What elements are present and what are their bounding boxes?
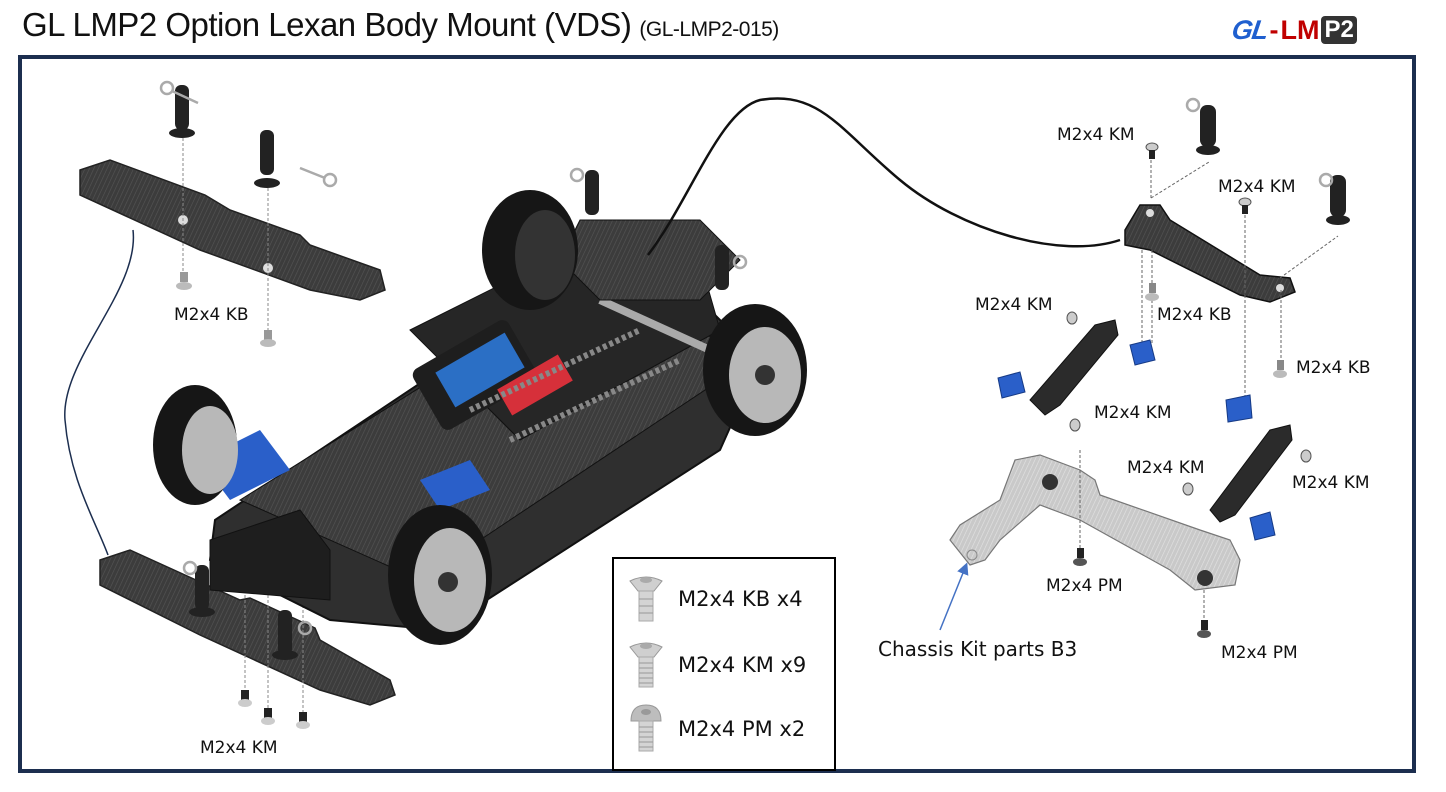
page-title: GL LMP2 Option Lexan Body Mount (VDS) (GL… — [22, 6, 779, 44]
callout-right-km-6: M2x4 KM — [1292, 473, 1370, 493]
chassis-kit-note: Chassis Kit parts B3 — [878, 637, 1077, 661]
screw-kb-1 — [176, 272, 192, 290]
legend-item-km: M2x4 KM x9 — [628, 639, 806, 691]
callout-right-km-5: M2x4 KM — [1127, 458, 1205, 478]
title-text: GL LMP2 Option Lexan Body Mount (VDS) — [22, 6, 632, 43]
legend-item-kb: M2x4 KB x4 — [628, 573, 803, 625]
wheel-front-right — [388, 505, 492, 645]
legend-item-pm: M2x4 PM x2 — [628, 703, 805, 755]
part-code: (GL-LMP2-015) — [639, 18, 779, 41]
blue-mount-4 — [1249, 511, 1276, 541]
rear-body-mount-bracket — [1124, 204, 1296, 303]
body-post-1 — [159, 80, 199, 138]
callout-left-bottom-km: M2x4 KM — [200, 738, 278, 758]
screw-km-r4 — [1069, 418, 1081, 432]
screw-km-r1 — [1145, 142, 1159, 159]
front-body-mount-plate — [79, 159, 386, 301]
screw-km-left-3 — [296, 712, 310, 729]
button-head-screw-icon — [630, 704, 662, 752]
callout-arrow — [939, 562, 969, 631]
body-post-2 — [254, 130, 338, 188]
flat-head-screw-icon — [629, 576, 663, 622]
callout-right-km-3: M2x4 KM — [975, 295, 1053, 315]
screw-km-left-1 — [238, 690, 252, 707]
body-post-4 — [272, 610, 313, 660]
screw-km-r6 — [1300, 449, 1312, 463]
callout-right-km-4: M2x4 KM — [1094, 403, 1172, 423]
front-bumper — [209, 509, 331, 601]
body-post-5 — [1185, 97, 1220, 155]
blue-mount-1 — [1129, 339, 1156, 366]
diagram-frame — [18, 55, 1416, 773]
callout-right-km-1: M2x4 KM — [1057, 125, 1135, 145]
screw-kb-r2 — [1273, 360, 1287, 378]
legend-label-km: M2x4 KM x9 — [678, 653, 807, 677]
logo-dash: - — [1269, 14, 1279, 45]
wheel-rear-left — [482, 190, 578, 310]
callout-right-kb-2: M2x4 KB — [1296, 358, 1371, 378]
flat-head-screw-icon — [629, 642, 663, 688]
legend-label-kb: M2x4 KB x4 — [678, 587, 803, 611]
callout-right-pm-2: M2x4 PM — [1221, 643, 1298, 663]
link-arm-1 — [1029, 319, 1119, 416]
blue-mount-3 — [1225, 394, 1253, 423]
wheel-rear-right — [703, 304, 807, 436]
chassis-kit-part-b3 — [949, 454, 1241, 591]
callout-left-top-kb: M2x4 KB — [174, 305, 249, 325]
wheel-front-left — [153, 385, 238, 505]
connector-curve-left — [64, 229, 135, 556]
legend-label-pm: M2x4 PM x2 — [678, 717, 806, 741]
screw-kb-2 — [260, 330, 276, 347]
screw-km-r3 — [1066, 311, 1078, 325]
body-post-3 — [182, 560, 215, 617]
link-arm-2 — [1209, 424, 1293, 523]
connector-curve-main — [647, 97, 1121, 256]
blue-mount-2 — [997, 371, 1026, 399]
logo-p2: P2 — [1321, 16, 1357, 44]
screw-km-r5 — [1182, 482, 1194, 496]
screw-km-left-2 — [261, 708, 275, 725]
rc-car-chassis — [200, 167, 762, 632]
screw-pm-r1 — [1073, 548, 1087, 566]
body-post-6 — [1318, 172, 1350, 225]
callout-right-pm-1: M2x4 PM — [1046, 576, 1123, 596]
screw-legend: M2x4 KB x4 M2x4 KM x9 M2x4 PM x2 — [612, 557, 836, 771]
callout-right-kb-1: M2x4 KB — [1157, 305, 1232, 325]
screw-km-r2 — [1238, 197, 1252, 214]
screw-kb-r1 — [1145, 283, 1159, 301]
rear-body-mount-plate — [99, 549, 396, 706]
brand-logo: GL - LM P2 — [1230, 14, 1357, 46]
callout-right-km-2: M2x4 KM — [1218, 177, 1296, 197]
logo-lm: LM — [1280, 14, 1320, 45]
screw-pm-r2 — [1197, 620, 1211, 638]
